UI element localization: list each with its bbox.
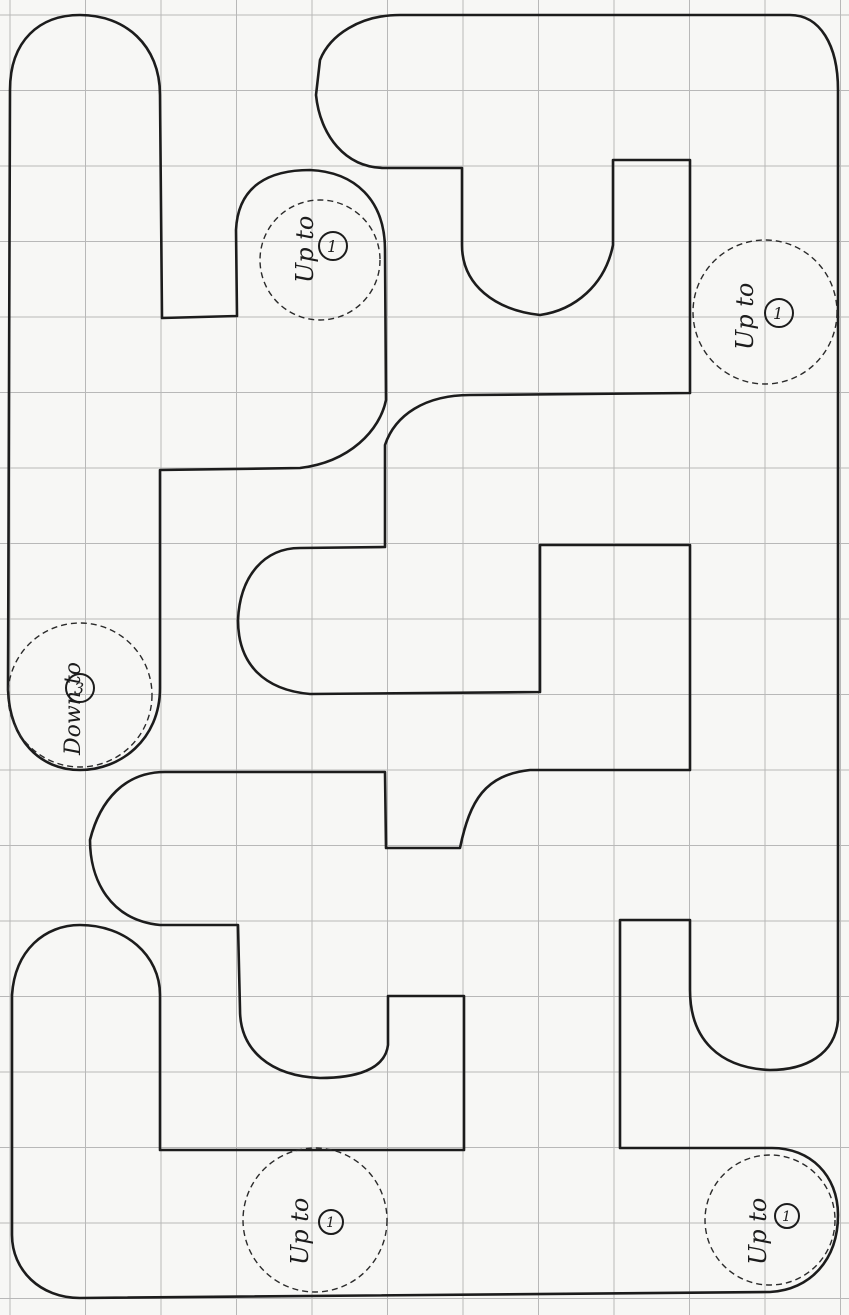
marker-1-number: 1 — [327, 237, 337, 256]
marker-2-number: 1 — [773, 304, 783, 323]
marker-4-dashed-circle — [243, 1148, 387, 1292]
maze-top-right-block — [12, 15, 838, 1298]
marker-5-number: 1 — [782, 1209, 791, 1225]
marker-1-label: Up to — [291, 216, 319, 283]
marker-2-label: Up to — [731, 283, 759, 350]
marker-3-number: 3 — [74, 679, 84, 698]
marker-4: Up to — [286, 1198, 314, 1265]
marker-4-number: 1 — [326, 1215, 335, 1231]
marker-4-label: Up to — [286, 1198, 314, 1265]
marker-1-dashed-circle — [260, 200, 380, 320]
marker-1: Up to — [291, 216, 319, 283]
marker-5-label: Up to — [744, 1198, 772, 1265]
marker-5: Up to — [744, 1198, 772, 1265]
marker-2: Up to — [731, 283, 759, 350]
